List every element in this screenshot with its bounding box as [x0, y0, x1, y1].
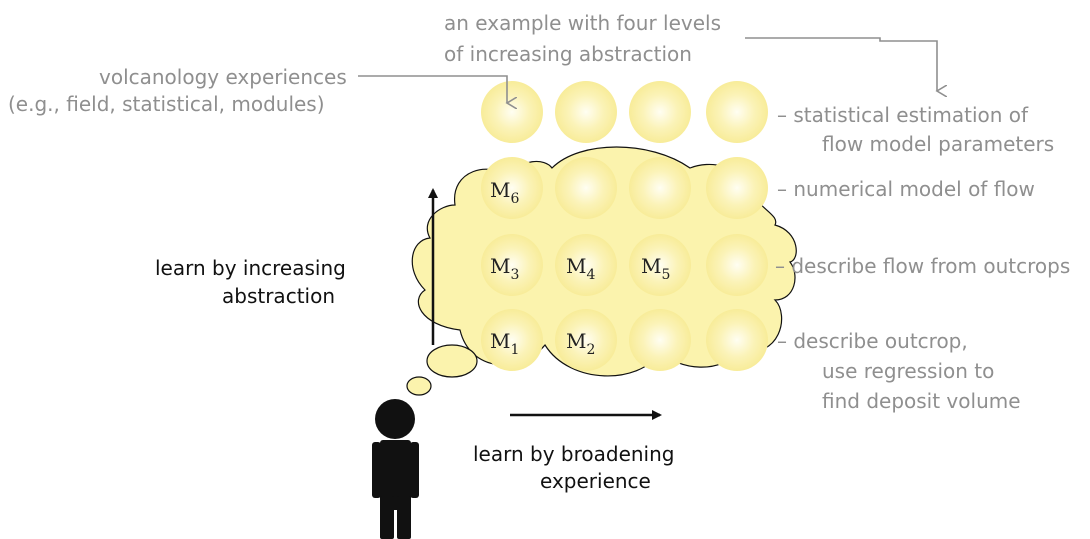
experience-circles: [481, 81, 768, 371]
annotation-leaders: [358, 37, 937, 103]
vertical-axis-label-line1: learn by increasing: [155, 256, 346, 280]
circle-r3-c3: [629, 157, 691, 219]
circle-r1-c3: [629, 309, 691, 371]
level4-label-line1: – statistical estimation of: [777, 103, 1029, 127]
module-4-label: M4: [566, 254, 595, 283]
circle-r1-c2: [555, 309, 617, 371]
circle-r1-c4: [706, 309, 768, 371]
level1-label-line1: – describe outcrop,: [777, 329, 968, 353]
example-annotation-line2: of increasing abstraction: [444, 42, 692, 66]
level3-label: – numerical model of flow: [777, 177, 1035, 201]
level1-label-line2: use regression to: [822, 359, 995, 383]
circle-r3-c2: [555, 157, 617, 219]
module-1-label: M1: [490, 329, 519, 358]
horizontal-axis-label-line1: learn by broadening: [473, 442, 675, 466]
circle-r4-c2: [555, 81, 617, 143]
module-labels: M6 M3 M4 M5 M1 M2: [490, 178, 670, 358]
circle-r3-c4: [706, 157, 768, 219]
volcanology-annotation-line2: (e.g., field, statistical, modules): [8, 92, 325, 116]
circle-r4-c1: [481, 81, 543, 143]
circle-r2-c2: [555, 234, 617, 296]
module-2-label: M2: [566, 329, 595, 358]
level1-label-line3: find deposit volume: [822, 389, 1021, 413]
level4-label-line2: flow model parameters: [822, 132, 1055, 156]
module-6-label: M6: [490, 178, 519, 207]
circle-r2-c3: [629, 234, 691, 296]
level2-label: – describe flow from outcrops: [775, 254, 1071, 278]
example-annotation-line1: an example with four levels: [444, 11, 722, 35]
circle-r2-c1: [481, 234, 543, 296]
circle-r4-c4: [706, 81, 768, 143]
horizontal-axis-label-line2: experience: [540, 469, 651, 493]
volcanology-leader: [358, 75, 507, 103]
vertical-axis-label-line2: abstraction: [222, 284, 335, 308]
volcanology-annotation-line1: volcanology experiences: [99, 65, 347, 89]
person-icon: [372, 399, 419, 539]
example-leader: [745, 37, 937, 91]
module-3-label: M3: [490, 254, 519, 283]
circle-r1-c1: [481, 309, 543, 371]
circle-r2-c4: [706, 234, 768, 296]
circle-r3-c1: [481, 157, 543, 219]
circle-r4-c3: [629, 81, 691, 143]
module-5-label: M5: [641, 254, 670, 283]
